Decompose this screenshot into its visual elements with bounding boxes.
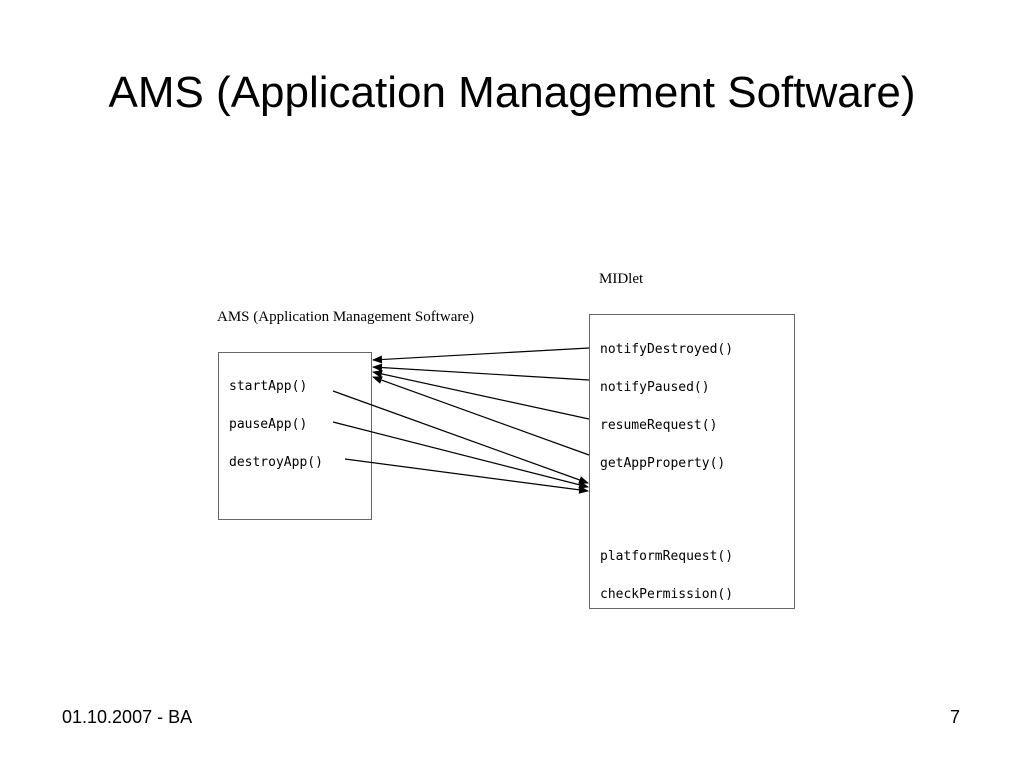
arrow-destroyapp-to-midlet: [344, 458, 589, 494]
ams-box: startApp() pauseApp() destroyApp(): [218, 352, 372, 520]
midlet-method-checkpermission: checkPermission(): [600, 587, 734, 602]
midlet-method-notifypaused: notifyPaused(): [600, 380, 710, 395]
arrow-getappproperty-to-ams: [372, 376, 590, 456]
midlet-method-platformrequest: platformRequest(): [600, 549, 734, 564]
ams-method-destroyapp: destroyApp(): [229, 455, 323, 470]
arrow-notifypaused-to-ams: [372, 363, 590, 381]
midlet-box: notifyDestroyed() notifyPaused() resumeR…: [589, 314, 795, 609]
ams-label: AMS (Application Management Software): [217, 309, 475, 325]
midlet-method-resumerequest: resumeRequest(): [600, 418, 718, 433]
arrow-notifydestroyed-to-ams: [372, 347, 590, 364]
arrow-startapp-to-midlet: [332, 390, 589, 484]
arrow-resumerequest-to-ams: [372, 370, 590, 420]
midlet-method-notifydestroyed: notifyDestroyed(): [600, 342, 734, 357]
footer-date: 01.10.2007 - BA: [62, 707, 193, 727]
midlet-label: MIDlet: [599, 271, 644, 287]
slide-title: AMS (Application Management Software): [108, 68, 916, 117]
arrow-pauseapp-to-midlet: [332, 421, 589, 489]
page-number: 7: [950, 707, 961, 727]
ams-method-pauseapp: pauseApp(): [229, 417, 308, 432]
midlet-method-getappproperty: getAppProperty(): [600, 456, 726, 471]
ams-method-startapp: startApp(): [229, 379, 308, 394]
